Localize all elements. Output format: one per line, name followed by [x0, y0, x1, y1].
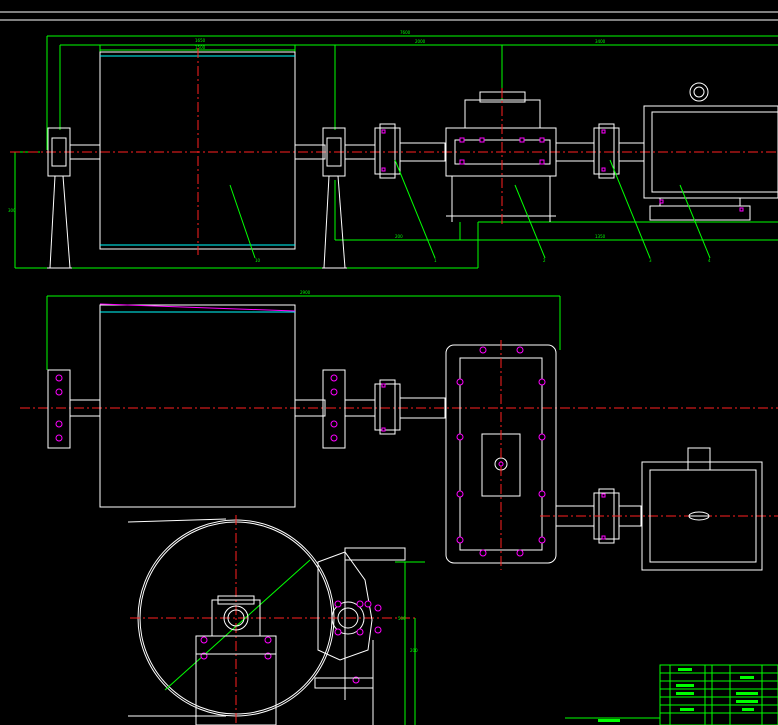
plan-drum: [99, 303, 296, 508]
front-coupling-1: [374, 123, 446, 179]
front-gear-reducer: [445, 88, 557, 225]
plan-bearing-right: [322, 369, 346, 449]
dim-top-span-a: 2000: [415, 39, 426, 44]
front-bearing-left: [47, 127, 72, 269]
side-reducer: [314, 547, 406, 725]
leader-10: 10: [255, 258, 261, 263]
plan-coupling-1: [374, 379, 446, 435]
dim-top-overall: 7600: [400, 30, 411, 35]
dim-side-a: 500: [398, 616, 406, 621]
leader-1: 1: [434, 258, 437, 263]
dim-base-a: 200: [395, 234, 403, 239]
top-plan-view: 2900: [20, 290, 778, 571]
front-leaders: 10 1 2 3 4: [229, 159, 711, 263]
dim-plan-overall: 2900: [300, 290, 311, 295]
side-dimensions: 500 200: [395, 561, 425, 725]
front-coupling-2: [555, 123, 645, 179]
side-bearing-block: [195, 595, 277, 725]
front-dimensions: 7600 2000 3400 1650 1500 300 200 1350: [8, 30, 778, 269]
front-bearing-right: [322, 127, 347, 269]
sheet-frame: [0, 11, 778, 21]
dim-drum-inner: 1500: [195, 45, 206, 50]
dim-base-b: 1350: [595, 234, 606, 239]
plan-bearing-left: [47, 369, 71, 449]
plan-gear-reducer: [445, 340, 557, 570]
leader-2: 2: [543, 258, 546, 263]
leader-4: 4: [708, 258, 711, 263]
dim-top-span-b: 3400: [595, 39, 606, 44]
leader-3: 3: [649, 258, 652, 263]
side-section-view: 500 200: [127, 515, 425, 725]
dim-drum-length: 1650: [195, 38, 206, 43]
front-elevation-view: 7600 2000 3400 1650 1500 300 200 1350: [8, 30, 778, 269]
front-motor: [643, 82, 778, 221]
dim-side-b: 200: [410, 648, 418, 653]
dim-height-left: 300: [8, 208, 16, 213]
plan-shaft-right: [294, 399, 326, 417]
title-block: [565, 664, 778, 725]
plan-motor: [641, 447, 763, 571]
